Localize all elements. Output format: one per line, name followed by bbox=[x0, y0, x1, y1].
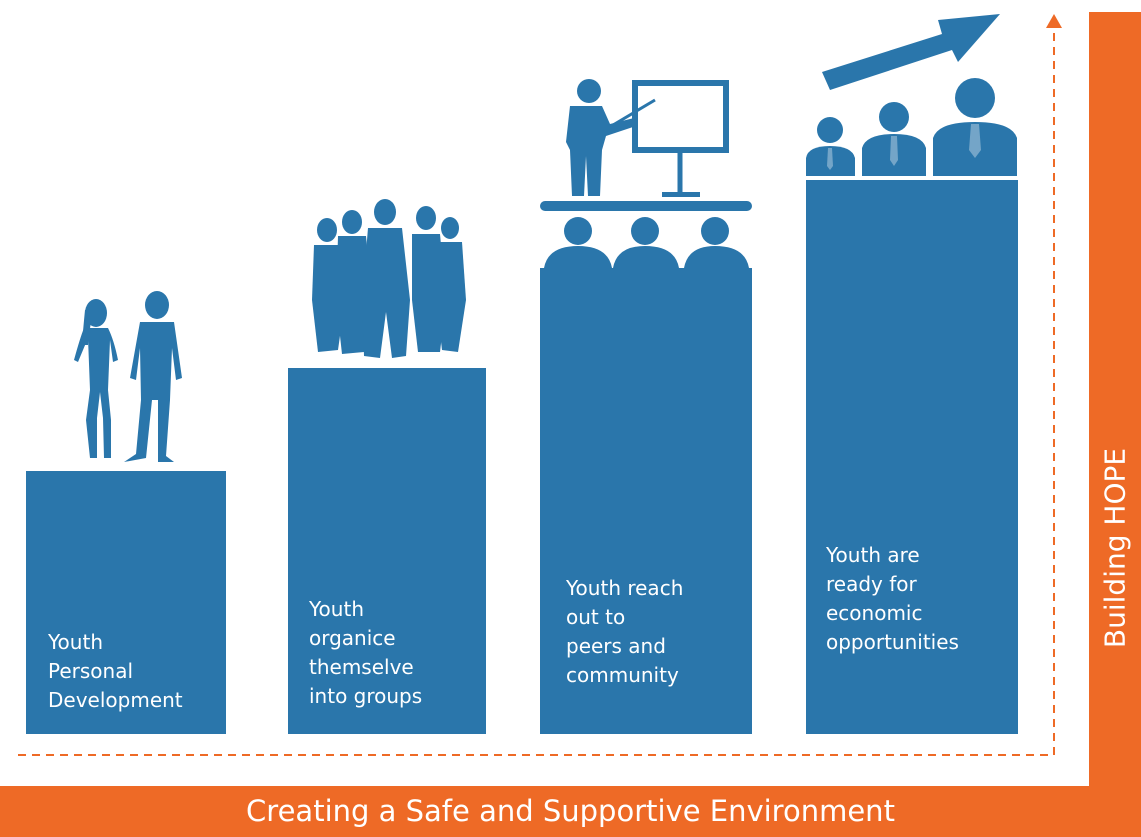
rising-arrow-icon bbox=[822, 14, 1000, 90]
group-of-people-icon bbox=[312, 199, 466, 358]
step-label-3: Youth reach out to peers and community bbox=[566, 574, 683, 690]
step-label-line: ready for bbox=[826, 572, 917, 596]
step-bar-4 bbox=[806, 180, 1018, 734]
step-label-1: Youth Personal Development bbox=[48, 628, 183, 715]
step-bar-1 bbox=[26, 471, 226, 734]
two-youths-icon bbox=[74, 291, 182, 462]
step-bar-3 bbox=[540, 268, 752, 734]
step-bar-2 bbox=[288, 368, 486, 734]
step-label-line: economic bbox=[826, 601, 923, 625]
bottom-band-label: Creating a Safe and Supportive Environme… bbox=[0, 786, 1141, 837]
step-label-line: community bbox=[566, 663, 679, 687]
step-label-line: into groups bbox=[309, 684, 423, 708]
step-label-2: Youth organice themselve into groups bbox=[309, 595, 422, 711]
step-label-line: Development bbox=[48, 688, 183, 712]
dashed-baseline bbox=[18, 14, 1062, 756]
step-label-line: out to bbox=[566, 605, 626, 629]
step-label-line: peers and bbox=[566, 634, 666, 658]
step-label-line: Youth bbox=[309, 597, 364, 621]
presenter-audience-icon bbox=[540, 79, 752, 268]
vertical-orange-band bbox=[1089, 12, 1141, 792]
step-label-line: themselve bbox=[309, 655, 414, 679]
step-label-line: opportunities bbox=[826, 630, 959, 654]
step-label-line: Youth bbox=[48, 630, 103, 654]
step-label-line: Personal bbox=[48, 659, 134, 683]
business-people-icon bbox=[806, 78, 1017, 176]
step-label-4: Youth are ready for economic opportuniti… bbox=[826, 541, 959, 657]
step-label-line: Youth are bbox=[826, 543, 920, 567]
step-label-line: Youth reach bbox=[566, 576, 684, 600]
step-label-line: organice bbox=[309, 626, 396, 650]
